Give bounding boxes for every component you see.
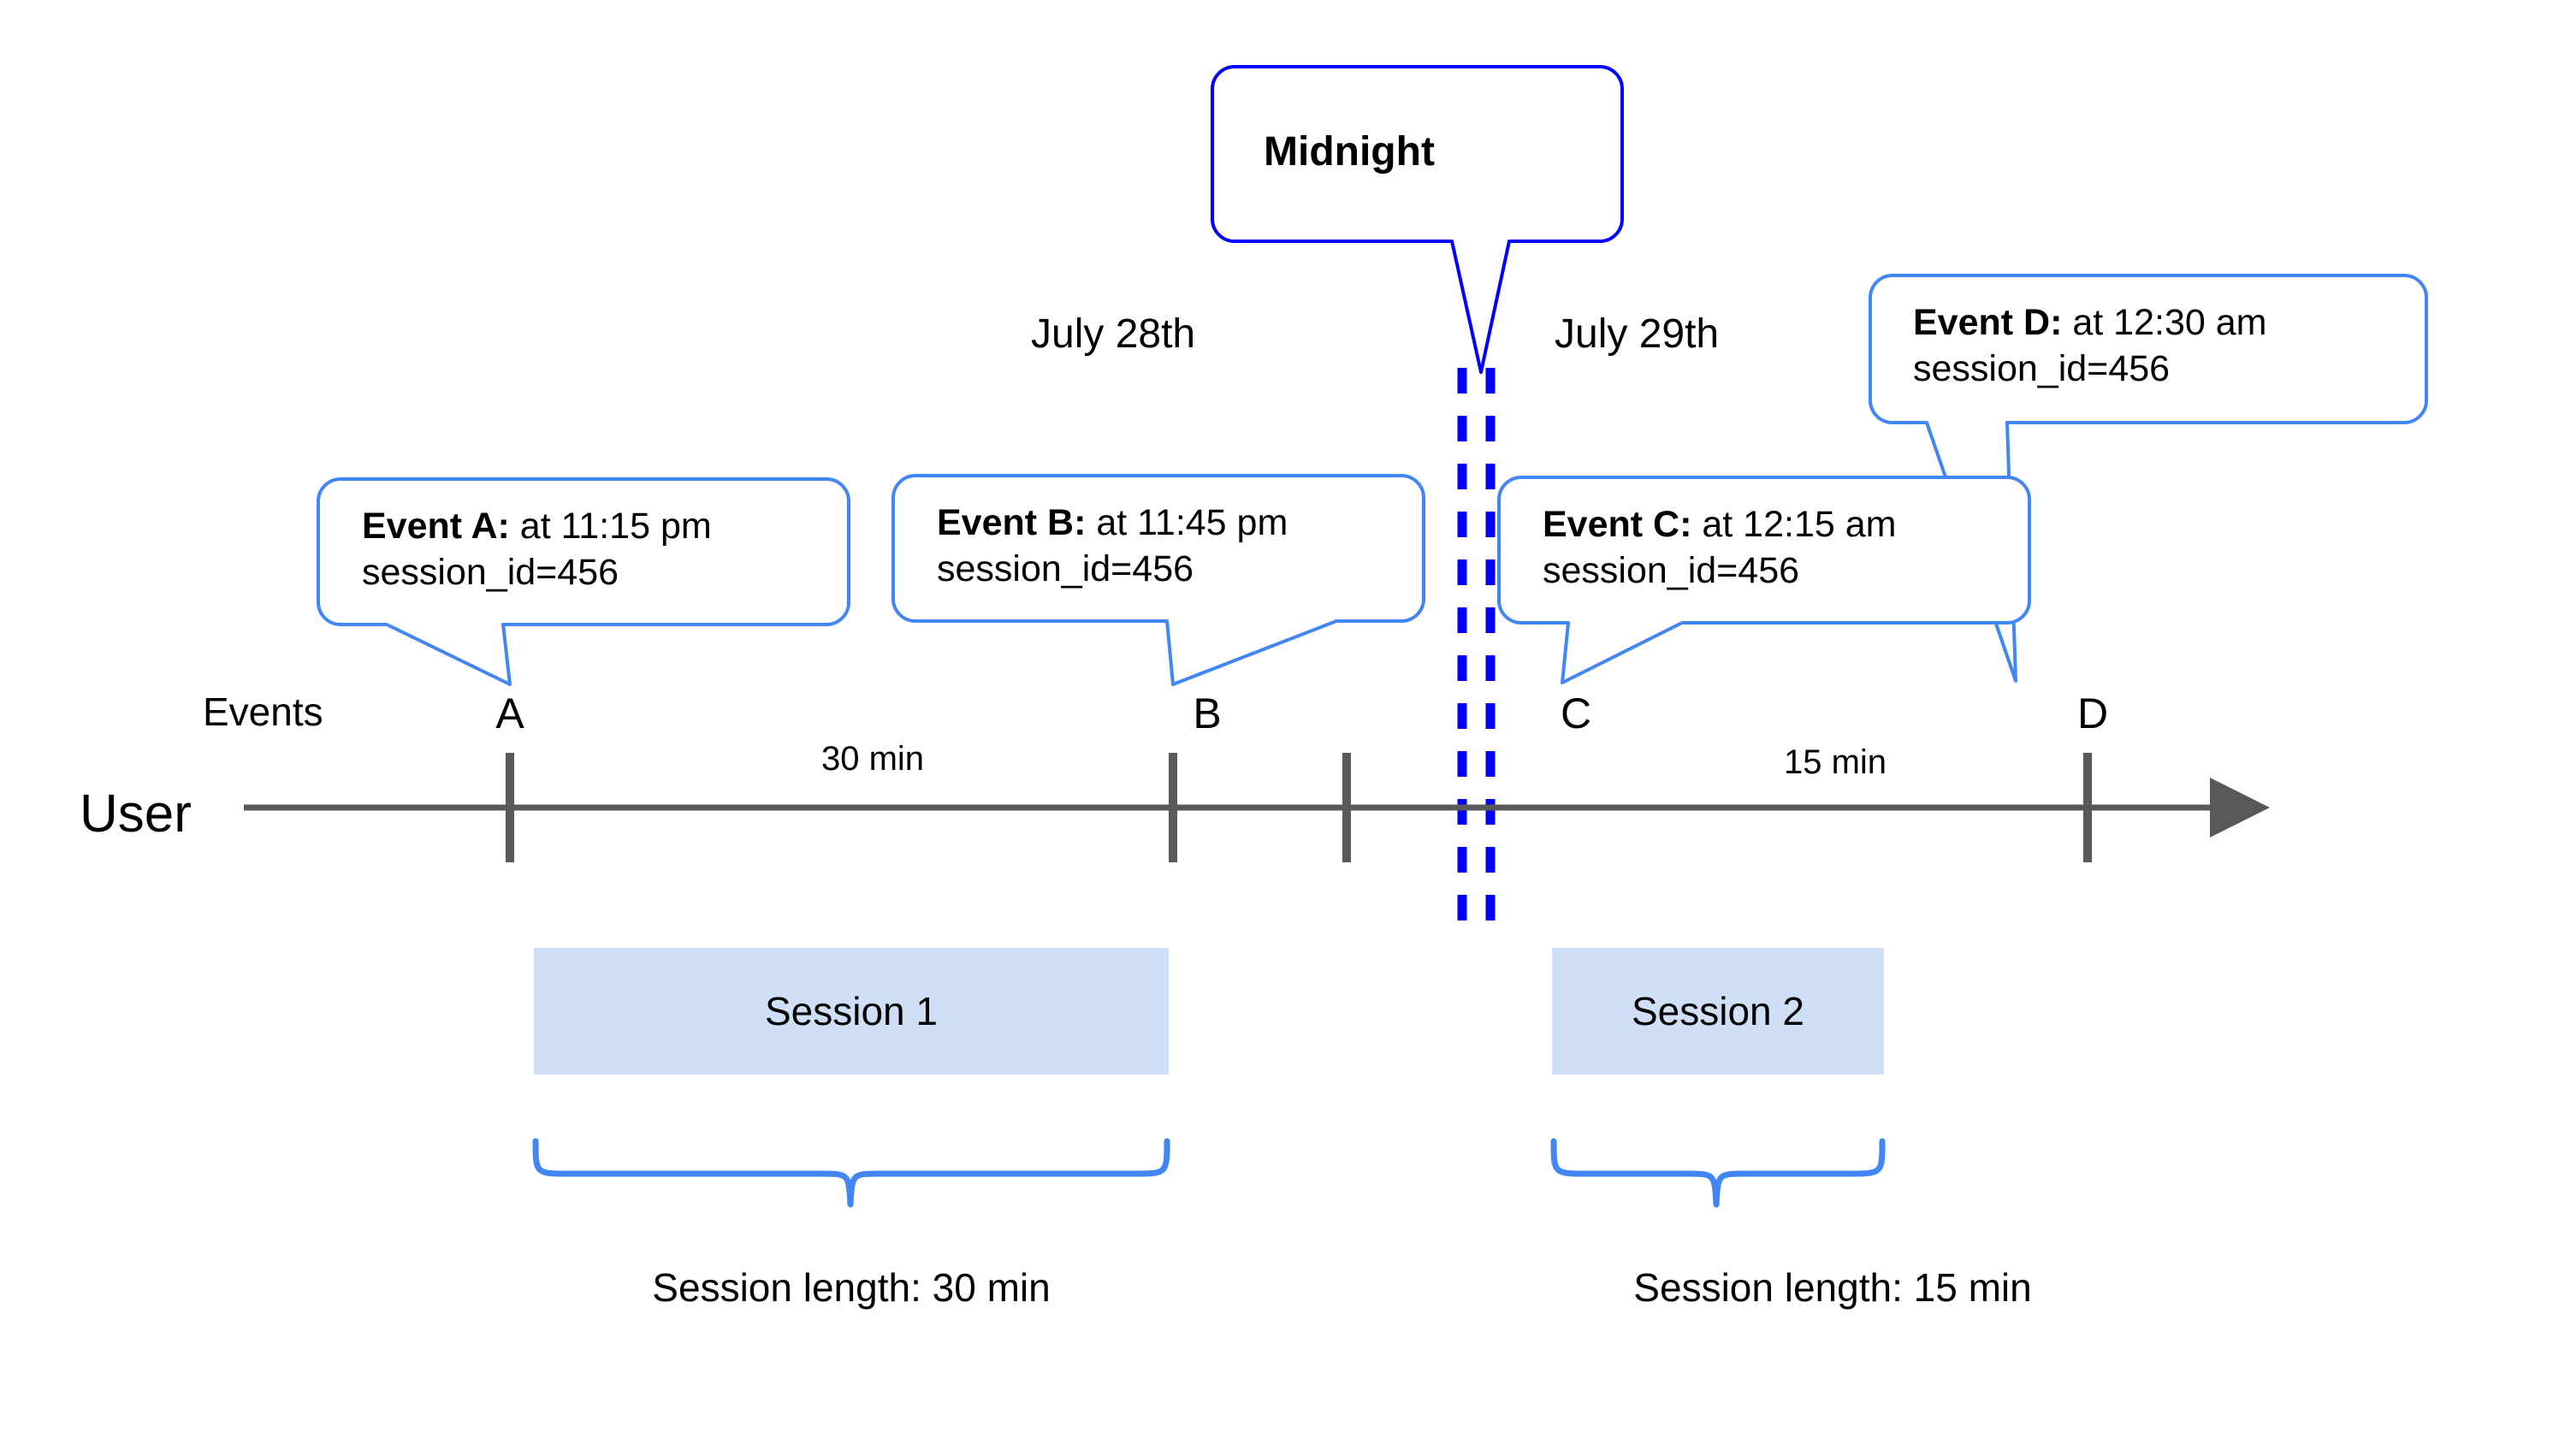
session-1-brace bbox=[532, 1138, 1170, 1208]
gap-label-a-to-b: 30 min bbox=[820, 740, 925, 778]
event-b-title: Event B: bbox=[937, 502, 1087, 543]
day-label-july-29: July 29th bbox=[1555, 311, 1720, 357]
session-2-brace bbox=[1550, 1138, 1886, 1208]
event-callout-d-text: Event D: at 12:30 am session_id=456 bbox=[1913, 299, 2266, 392]
session-2-box: Session 2 bbox=[1552, 948, 1884, 1074]
event-marker-a: A bbox=[495, 690, 524, 737]
events-row-label: Events bbox=[203, 690, 323, 734]
session-1-box: Session 1 bbox=[534, 948, 1169, 1074]
event-a-session-id: session_id=456 bbox=[362, 552, 619, 594]
event-callout-a-text: Event A: at 11:15 pm session_id=456 bbox=[362, 503, 712, 595]
midnight-dashed-lines bbox=[1457, 368, 1496, 928]
event-d-session-id: session_id=456 bbox=[1913, 348, 2171, 390]
event-callout-b-shape bbox=[891, 474, 1425, 686]
event-d-detail: at 12:30 am bbox=[2062, 302, 2267, 343]
event-c-detail: at 12:15 am bbox=[1691, 504, 1897, 545]
event-tick-marks bbox=[506, 753, 2092, 862]
gap-label-c-to-d: 15 min bbox=[1783, 743, 1887, 781]
midnight-callout-shape bbox=[1211, 65, 1624, 374]
session-2-length-label: Session length: 15 min bbox=[1633, 1265, 2032, 1310]
event-c-session-id: session_id=456 bbox=[1543, 550, 1800, 592]
event-b-session-id: session_id=456 bbox=[937, 548, 1194, 590]
event-a-detail: at 11:15 pm bbox=[509, 506, 712, 547]
event-b-detail: at 11:45 pm bbox=[1086, 502, 1288, 543]
event-callout-c-text: Event C: at 12:15 am session_id=456 bbox=[1543, 501, 1896, 594]
session-1-length-label: Session length: 30 min bbox=[652, 1265, 1051, 1310]
event-d-title: Event D: bbox=[1913, 302, 2063, 343]
user-row-label: User bbox=[80, 784, 192, 843]
event-c-title: Event C: bbox=[1543, 504, 1692, 545]
midnight-label: Midnight bbox=[1264, 129, 1435, 175]
event-marker-c: C bbox=[1560, 690, 1592, 737]
event-a-title: Event A: bbox=[362, 506, 510, 547]
event-marker-d: D bbox=[2076, 690, 2109, 737]
event-callout-b-text: Event B: at 11:45 pm session_id=456 bbox=[937, 500, 1288, 592]
event-marker-b: B bbox=[1193, 690, 1222, 737]
day-label-july-28: July 28th bbox=[1031, 311, 1196, 357]
event-callout-c-shape bbox=[1497, 476, 2031, 684]
event-callout-a-shape bbox=[317, 477, 850, 686]
